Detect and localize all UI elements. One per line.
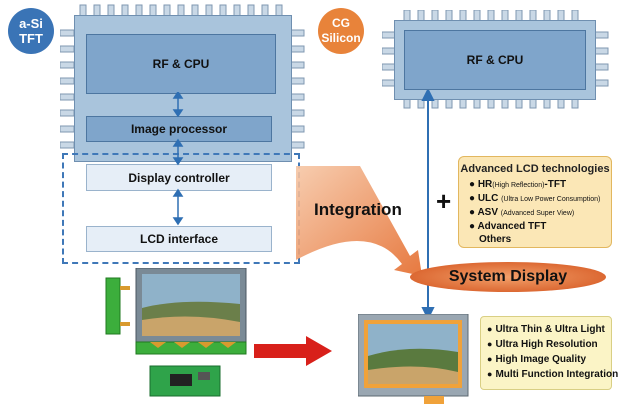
plus-sign: + [436, 186, 452, 216]
tech-others: Others [479, 234, 512, 245]
red-arrow [254, 336, 332, 366]
feature-item: High Image Quality [487, 352, 611, 367]
image-processor-box: Image processor [86, 116, 272, 142]
lcd-module-illustration [105, 268, 247, 397]
system-display-oval: System Display [410, 262, 606, 292]
advanced-lcd-technologies-box: Advanced LCD technologies ● HR(High Refl… [458, 156, 612, 248]
lcd-interface-label: LCD interface [139, 232, 219, 246]
cg-silicon-badge: CG Silicon [318, 8, 364, 54]
right-rf-cpu-label: RF & CPU [466, 53, 524, 67]
system-display-illustration [358, 314, 469, 404]
advanced-lcd-title: Advanced LCD technologies [460, 163, 610, 175]
tech-item: ● ULC (Ultra Low Power Consumption) [469, 193, 601, 204]
tech-item: ● ASV (Advanced Super View) [469, 207, 575, 218]
feature-item: Multi Function Integration [487, 367, 618, 382]
features-box: Ultra Thin & Ultra Light Ultra High Reso… [480, 316, 618, 390]
a-si-tft-badge: a-Si TFT [8, 8, 54, 54]
right-rf-cpu-box: RF & CPU [404, 30, 586, 90]
left-chip-pins [60, 4, 305, 149]
integration-arrow [296, 166, 422, 276]
left-chip-arrows [172, 92, 184, 226]
integration-label: Integration [314, 200, 402, 219]
cg-silicon-badge-label: CG Silicon [321, 16, 361, 45]
tech-item: ● HR(High Reflection)-TFT [469, 179, 567, 190]
left-rf-cpu-box: RF & CPU [86, 34, 276, 94]
tech-item: ● Advanced TFT [469, 221, 547, 232]
a-si-tft-badge-label: a-Si TFT [19, 16, 43, 46]
feature-item: Ultra High Resolution [487, 337, 611, 352]
display-controller-label: Display controller [128, 170, 230, 185]
lcd-interface-box: LCD interface [86, 226, 272, 252]
display-controller-box: Display controller [86, 164, 272, 191]
system-display-label: System Display [448, 268, 568, 285]
left-rf-cpu-label: RF & CPU [152, 57, 210, 71]
feature-item: Ultra Thin & Ultra Light [487, 322, 611, 337]
image-processor-label: Image processor [130, 122, 228, 136]
